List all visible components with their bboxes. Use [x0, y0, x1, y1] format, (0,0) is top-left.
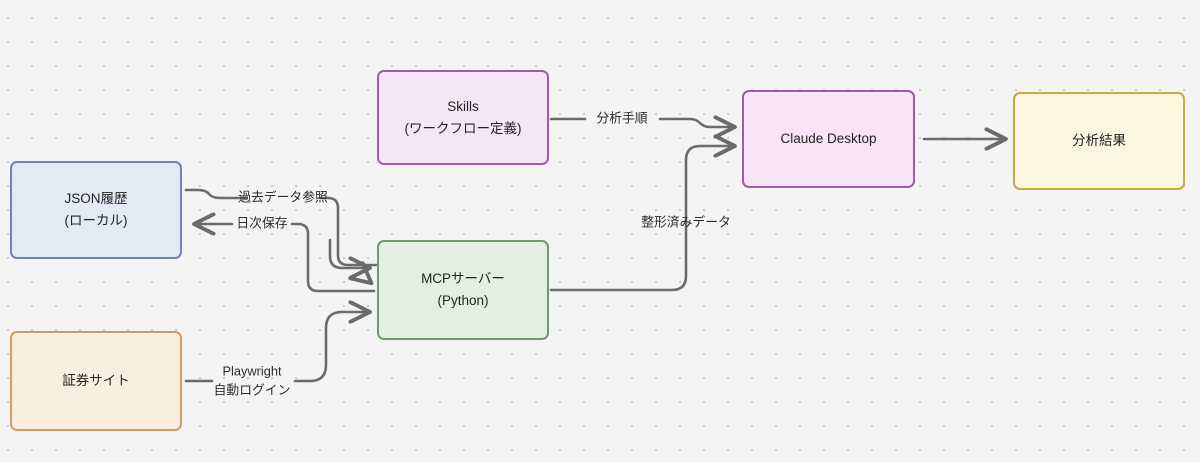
edge-mcp-to-json: [318, 196, 379, 267]
node-mcp-server[interactable]: MCPサーバー (Python): [377, 240, 549, 340]
edge-mcp-to-json-tail: [184, 188, 248, 200]
node-mcp-server-label-2: (Python): [437, 293, 489, 308]
node-broker-site[interactable]: 証券サイト: [10, 331, 182, 431]
node-json-history-label-1: JSON履歴: [64, 191, 128, 207]
node-claude-desktop[interactable]: Claude Desktop: [742, 90, 915, 188]
node-skills-label-1: Skills: [447, 98, 479, 114]
node-broker-site-label-1: 証券サイト: [62, 373, 130, 389]
node-skills-label-2: (ワークフロー定義): [404, 120, 522, 136]
node-analysis-result[interactable]: 分析結果: [1013, 92, 1185, 190]
node-analysis-result-label-1: 分析結果: [1072, 133, 1126, 149]
edge-into-mcp-upper-arrow: [328, 238, 372, 280]
edge-broker-to-mcp-tail: [293, 300, 372, 383]
edge-skills-to-claude: [549, 119, 733, 127]
node-json-history[interactable]: JSON履歴 (ローカル): [10, 161, 182, 259]
node-mcp-server-label-1: MCPサーバー: [421, 271, 505, 287]
node-json-history-label-2: (ローカル): [64, 213, 128, 228]
node-claude-desktop-label-1: Claude Desktop: [780, 131, 877, 147]
edge-mcp-to-claude: [549, 134, 737, 292]
node-skills[interactable]: Skills (ワークフロー定義): [377, 70, 549, 165]
edge-json-to-mcp: [290, 222, 376, 293]
